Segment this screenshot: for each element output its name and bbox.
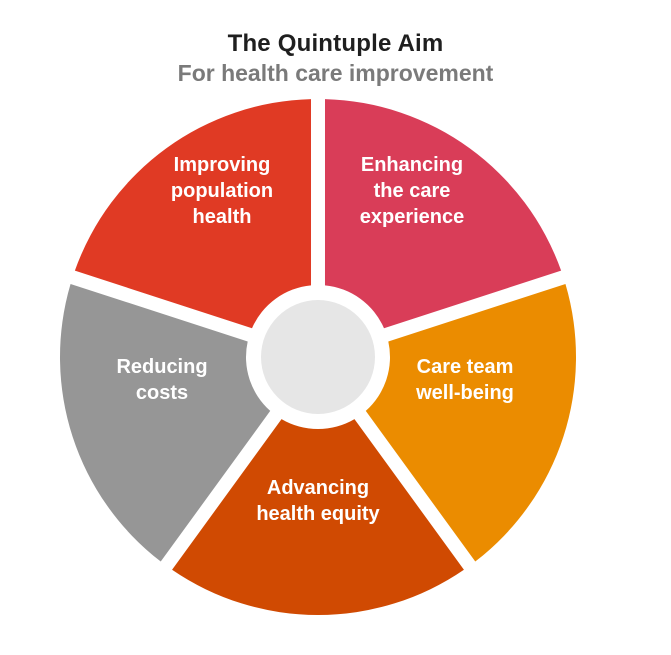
label-enhancing-care-experience: Enhancing the care experience [360,154,465,228]
segment-care-team-well-being [365,283,577,562]
label-reducing-costs: Reducing costs [116,356,207,404]
label-line: costs [136,382,188,404]
label-line: Improving [174,154,271,176]
label-improving-population-health: Improving population health [171,154,273,228]
label-line: Advancing [267,477,369,499]
label-line: Enhancing [361,154,463,176]
label-line: population [171,180,273,202]
label-line: well-being [415,382,514,404]
diagram-subtitle: For health care improvement [177,60,494,86]
diagram-title: The Quintuple Aim [227,30,444,57]
label-line: the care [374,180,451,202]
label-line: health [193,206,252,228]
label-line: health equity [256,503,380,525]
diagram-header: The Quintuple Aim For health care improv… [0,30,671,87]
segment-advancing-health-equity [172,419,464,615]
label-advancing-health-equity: Advancing health equity [256,477,380,525]
segment-reducing-costs [59,283,271,562]
label-line: Care team [417,356,514,378]
segment-enhancing-care-experience [324,99,562,329]
label-line: experience [360,206,465,228]
label-care-team-well-being: Care team well-being [415,356,514,404]
center-hub [261,300,375,414]
segment-improving-population-health [74,99,312,329]
label-line: Reducing [116,356,207,378]
